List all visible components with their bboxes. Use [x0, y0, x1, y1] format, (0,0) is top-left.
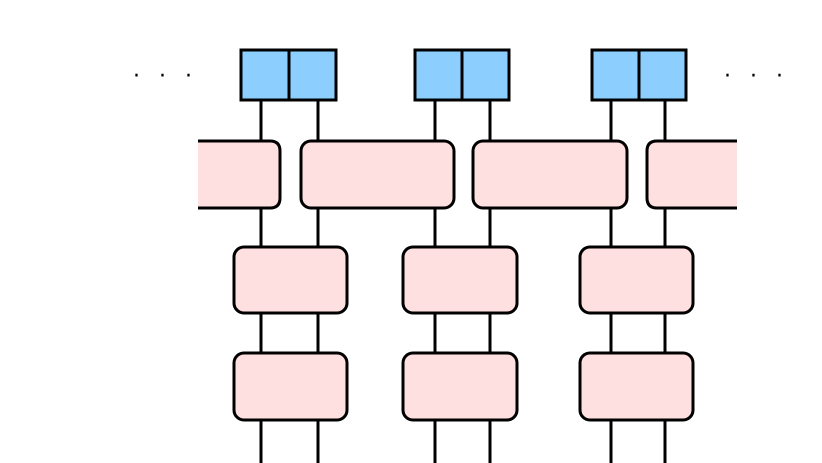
gate-row-3	[232, 351, 695, 422]
gate-brick-2	[471, 139, 629, 210]
site-tensor-3b	[637, 48, 688, 102]
gate-row2-2	[401, 245, 519, 315]
site-tensor-1b	[287, 48, 338, 102]
gate-brick-1	[299, 139, 456, 210]
gate-row3-2	[401, 351, 519, 422]
site-tensor-1a	[239, 48, 291, 102]
gate-partial-right-fill	[647, 141, 737, 208]
gate-row-2	[232, 245, 695, 315]
gate-partial-right	[645, 139, 737, 210]
ellipsis-left: · · ·	[133, 64, 198, 89]
brickwork-gate-layer	[198, 139, 737, 210]
gate-row2-3	[578, 245, 695, 315]
site-tensor-3a	[590, 48, 641, 102]
site-tensor-2b	[460, 48, 511, 102]
site-tensor-2a	[413, 48, 464, 102]
gate-partial-left	[198, 139, 282, 210]
gate-row3-1	[232, 351, 349, 422]
gate-partial-left-fill	[198, 141, 280, 208]
ellipsis-right: · · ·	[724, 64, 789, 89]
gate-row3-3	[578, 351, 695, 422]
site-tensors	[239, 48, 688, 102]
gate-row2-1	[232, 245, 349, 315]
